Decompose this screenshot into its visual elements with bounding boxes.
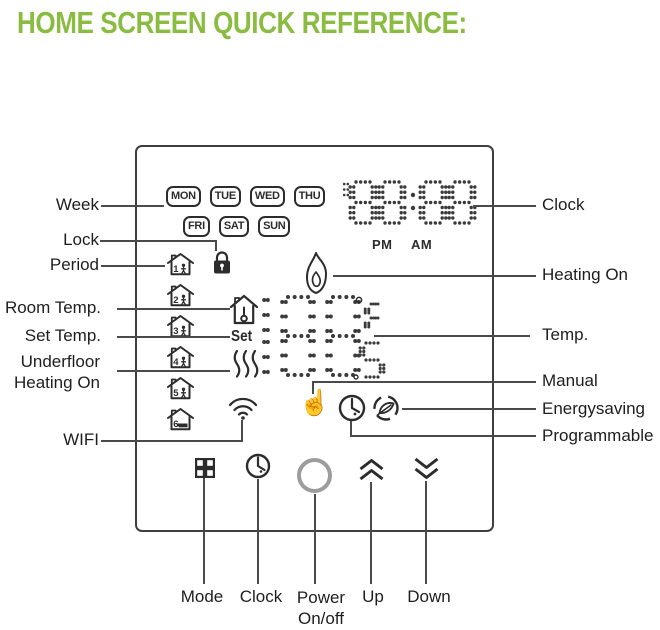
label-set-temp: Set Temp. xyxy=(24,326,101,345)
leader-line xyxy=(117,370,230,372)
label-power-on-off: Power On/off xyxy=(297,587,345,629)
label-clock: Clock xyxy=(542,195,585,214)
heating-flame-icon xyxy=(306,252,327,294)
week-days-row1: MON TUE WED THU xyxy=(166,186,326,207)
label-programmable: Programmable xyxy=(542,426,654,445)
svg-text:5: 5 xyxy=(173,388,179,399)
mode-grid-icon[interactable] xyxy=(195,458,215,478)
week-day-pill: MON xyxy=(166,186,201,207)
week-days-row2: FRI SAT SUN xyxy=(183,216,291,237)
period-house-icons: 1 2 3 4 5 6 xyxy=(165,251,196,432)
label-power-line1: Power xyxy=(296,588,346,607)
leader-line xyxy=(101,265,165,267)
period-house-icon-5: 5 xyxy=(167,377,194,400)
leader-line xyxy=(312,382,314,394)
label-week: Week xyxy=(55,195,99,214)
leader-line xyxy=(312,381,536,383)
svg-text:2: 2 xyxy=(173,295,178,306)
label-underfloor-line1: Underfloor xyxy=(20,352,100,371)
svg-text:6: 6 xyxy=(173,419,178,430)
clock-display xyxy=(342,180,477,225)
set-indicator: Set xyxy=(231,328,253,345)
label-period: Period xyxy=(49,255,99,274)
leader-line xyxy=(117,336,230,338)
label-manual: Manual xyxy=(542,371,598,390)
label-room-temp: Room Temp. xyxy=(4,298,101,317)
programmable-clock-icon xyxy=(338,394,366,422)
leader-line xyxy=(314,494,316,584)
underfloor-heat-waves-icon xyxy=(233,349,259,378)
label-temp: Temp. xyxy=(542,325,589,344)
label-up: Up xyxy=(362,587,384,606)
am-indicator: AM xyxy=(411,237,433,252)
label-energysaving: Energysaving xyxy=(542,399,646,418)
leader-line xyxy=(215,240,217,251)
lock-icon xyxy=(214,251,230,274)
leader-line xyxy=(425,481,427,584)
leader-line xyxy=(241,420,243,441)
leader-line xyxy=(370,482,372,584)
leader-line xyxy=(374,335,530,337)
power-button-ring[interactable] xyxy=(297,458,332,493)
page-title: HOME SCREEN QUICK REFERENCE: xyxy=(17,5,467,40)
energysaving-leaf-icon xyxy=(373,395,399,421)
leader-line xyxy=(402,408,536,410)
leader-line xyxy=(350,421,352,436)
clock-button-icon[interactable] xyxy=(245,453,271,479)
label-clock-button: Clock xyxy=(239,587,283,606)
leader-line xyxy=(101,205,164,207)
period-house-icon-4: 4 xyxy=(167,346,194,369)
leader-line xyxy=(117,308,230,310)
label-power-line2: On/off xyxy=(298,609,344,628)
label-underfloor-line2: Heating On xyxy=(14,373,100,392)
manual-hand-icon: ☝ xyxy=(299,389,331,417)
leader-line xyxy=(101,440,243,442)
period-house-icon-1: 1 xyxy=(167,253,194,276)
label-lock: Lock xyxy=(63,230,99,249)
week-day-pill: WED xyxy=(249,186,285,207)
label-underfloor-heating-on: Underfloor Heating On xyxy=(14,351,100,393)
week-day-pill: TUE xyxy=(209,186,241,207)
leader-line xyxy=(350,435,536,437)
down-chevrons-icon[interactable] xyxy=(413,456,440,481)
label-wifi: WIFI xyxy=(63,430,99,449)
wifi-icon xyxy=(228,397,258,420)
leader-line xyxy=(100,240,217,242)
week-day-pill: FRI xyxy=(183,216,210,237)
label-heating-on: Heating On xyxy=(542,265,628,284)
leader-line xyxy=(333,275,536,277)
period-house-icon-6: 6 xyxy=(167,408,194,431)
temperature-display xyxy=(262,295,386,380)
period-house-icon-2: 2 xyxy=(167,284,194,307)
leader-line xyxy=(257,479,259,584)
svg-text:4: 4 xyxy=(173,357,179,368)
week-day-pill: SUN xyxy=(258,216,291,237)
week-day-pill: SAT xyxy=(218,216,250,237)
svg-text:3: 3 xyxy=(173,326,178,337)
up-chevrons-icon[interactable] xyxy=(358,458,385,482)
label-mode: Mode xyxy=(180,587,224,606)
leader-line xyxy=(473,205,536,207)
leader-line xyxy=(203,478,205,584)
room-temp-house-icon xyxy=(229,294,259,325)
label-down: Down xyxy=(407,587,451,606)
svg-text:1: 1 xyxy=(173,264,179,275)
week-day-pill: THU xyxy=(293,186,326,207)
pm-indicator: PM xyxy=(372,237,393,252)
